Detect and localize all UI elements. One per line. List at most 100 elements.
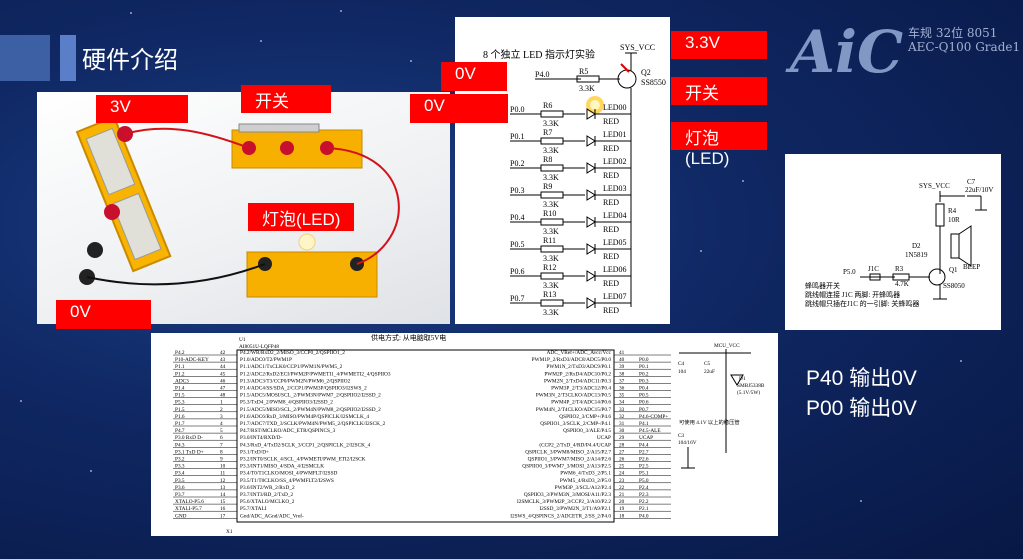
led-resistor: R12 xyxy=(543,263,556,272)
pin-net: XTALI-P5.7 xyxy=(175,506,202,512)
pin-number: 37 xyxy=(619,378,625,384)
pin-function: P3.3/INT1/MISO_4/SDA_4/I2SMCLK xyxy=(240,464,324,470)
pin-number: 3 xyxy=(220,414,223,420)
pin-net: GND xyxy=(175,513,187,519)
star xyxy=(742,180,744,182)
pin-function: P1.2/ADC2/RxD2/ECI/PWM2P/PWMETI1_4/PWMET… xyxy=(240,371,391,377)
led-pin: P0.1 xyxy=(510,132,524,141)
pin-function: P1.5/ADC5/MOSI/SCL_2/PWM3N/PWM7_2/QSPIIO… xyxy=(240,393,381,399)
pin-number: 28 xyxy=(619,442,625,448)
pin-function: QSPIIO0_3/PWM7_3/MOSI_2/A13/P2.5 xyxy=(522,464,611,470)
led-resistor-value: 3.3K xyxy=(543,227,559,236)
led-pin: P0.6 xyxy=(510,267,524,276)
pin-net: P0.4 xyxy=(639,386,649,392)
pin-number: 24 xyxy=(619,471,625,477)
star xyxy=(860,500,862,502)
pin-number: 1 xyxy=(220,400,223,406)
led-color: RED xyxy=(603,225,619,234)
pin-function: P3.6/INT2/WR_2/RxD_2 xyxy=(240,485,295,491)
star xyxy=(20,400,22,402)
pin-function: P1.4/ADC4/SS/SDA_2/CCP1/PWM3P/QSPIIO3/I2… xyxy=(240,386,367,392)
pin-function: P4.3/RxD_4/TxD2/SCLK_3/CCP1_2/QSPICLK_2/… xyxy=(240,442,371,448)
led-symbol xyxy=(586,243,596,255)
d1-value: (5.1V/5W) xyxy=(737,389,760,396)
pin-net: P1.5 xyxy=(175,393,185,399)
label-3v: 3V xyxy=(96,95,188,123)
r5-label: R5 xyxy=(579,67,588,76)
resistor-symbol xyxy=(540,110,564,118)
led-resistor: R13 xyxy=(543,290,556,299)
pin-number: 27 xyxy=(619,449,625,455)
pin-net: P4.3 xyxy=(175,442,185,448)
star xyxy=(260,40,262,42)
r3-label: R3 xyxy=(895,265,904,273)
led-resistor-value: 3.3K xyxy=(543,254,559,263)
led-color: RED xyxy=(603,306,619,315)
r3-value: 4.7K xyxy=(895,280,909,288)
output-note: P40 输出0V P00 输出0V xyxy=(806,364,917,424)
pin-net: P5.3 xyxy=(175,400,185,406)
pin-number: 12 xyxy=(220,478,226,484)
pin-number: 48 xyxy=(220,393,226,399)
pin-number: 7 xyxy=(220,442,223,448)
d2-model: 1N5819 xyxy=(905,251,928,259)
pin-net: P2.2 xyxy=(639,499,649,505)
pin-net: P4.5-ALE xyxy=(639,428,661,434)
star xyxy=(700,250,702,252)
r4-value: 10R xyxy=(948,216,960,224)
star xyxy=(130,12,132,14)
c3-label: C3 xyxy=(678,433,685,439)
pin-number: 41 xyxy=(619,350,625,356)
pin-net: P4.4 xyxy=(639,442,649,448)
u1-model: AI8051U-LQFP48 xyxy=(239,344,279,350)
pin-number: 2 xyxy=(220,407,223,413)
pin-net: P3.1 TxD D+ xyxy=(175,449,204,455)
beep-note: 蜂鸣器开关 xyxy=(805,281,840,290)
led-color: RED xyxy=(603,198,619,207)
led-resistor: R7 xyxy=(543,128,552,137)
pin-function: P3.1/TxD/D+ xyxy=(240,449,269,455)
pin-function: PWM3N_2/T3CLKO/ADC13/P0.5 xyxy=(536,393,612,399)
beep-vcc-label: SYS_VCC xyxy=(919,182,950,190)
pin-net: P3.2 xyxy=(175,457,185,463)
pin-function: PWM1N_2/TxD3/ADC9/P0.1 xyxy=(546,364,611,370)
pin-net: P4.1 xyxy=(639,421,649,427)
q2-model: SS8550 xyxy=(641,78,666,87)
pin-net: P1.2 xyxy=(175,371,185,377)
pin-number: 40 xyxy=(619,357,625,363)
pin-net: P2.6 xyxy=(639,457,649,463)
pin-function: P1.7/ADC7/TXD_3/SCLK/PWM4N/PWM5_2/QSPICL… xyxy=(240,421,386,427)
pin-net: P3.3 xyxy=(175,464,185,470)
led-name: LED00 xyxy=(603,103,627,112)
pin-net: P1.6 xyxy=(175,414,185,420)
pin-number: 14 xyxy=(220,492,226,498)
pin-number: 26 xyxy=(619,457,625,463)
pin-net: P3.0 RxD D- xyxy=(175,435,203,441)
pin-number: 42 xyxy=(220,350,226,356)
star xyxy=(90,470,92,472)
pin-number: 16 xyxy=(220,506,226,512)
pin-function: PWM3P_3/SCL/A12/P2.4 xyxy=(555,485,612,491)
pin-number: 15 xyxy=(220,499,226,505)
pin-net: P3.7 xyxy=(175,492,185,498)
led-symbol xyxy=(586,108,596,120)
star xyxy=(340,10,342,12)
led-resistor-value: 3.3K xyxy=(543,173,559,182)
pin-function: P3.0/INT4/RXD/D- xyxy=(240,435,282,441)
pin-function: PWM6_4/TxD3_2/P5.1 xyxy=(560,471,611,477)
mcu-power-note: 供电方式: 从电脑取5V电 xyxy=(371,333,446,342)
led-resistor-value: 3.3K xyxy=(543,281,559,290)
led-resistor: R10 xyxy=(543,209,556,218)
pin-net: P2.1 xyxy=(639,506,649,512)
resistor-symbol xyxy=(540,299,564,307)
pin-function: QSPIIO1_3/SCLK_2/CMP-/P4.1 xyxy=(540,421,611,427)
label-0v-lower: 0V xyxy=(410,94,508,123)
pin-number: 17 xyxy=(220,513,226,519)
led-symbol xyxy=(586,297,596,309)
